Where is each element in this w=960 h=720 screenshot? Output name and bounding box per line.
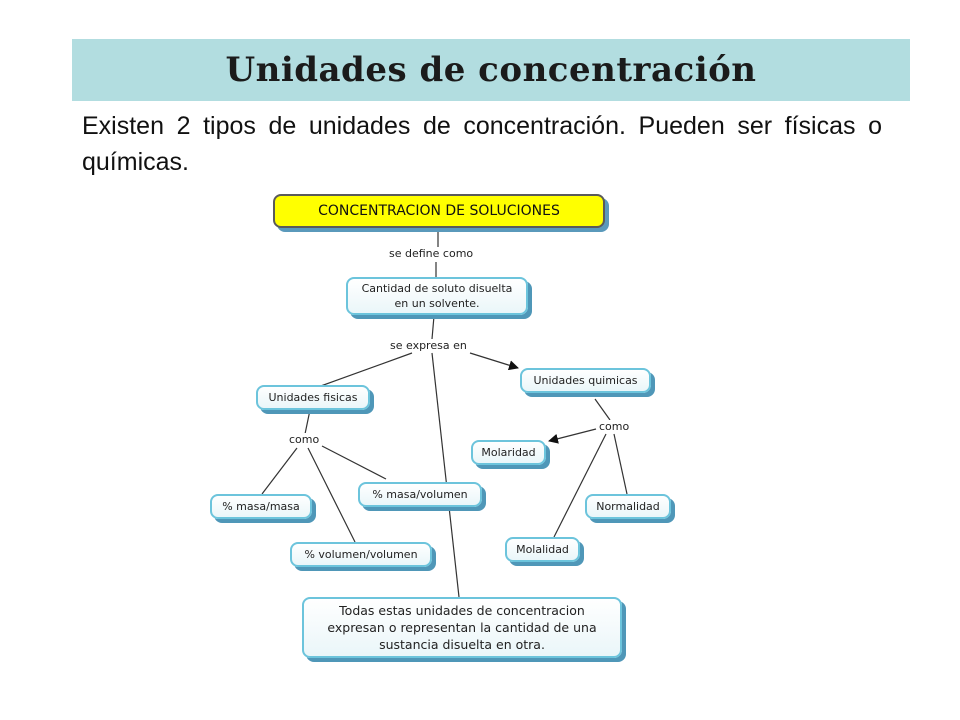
- line-fisicas-como: [304, 409, 311, 435]
- line-como-molaridad: [548, 428, 597, 444]
- node-summary: Todas estas unidades de concentracion ex…: [302, 597, 622, 658]
- line-quimicas-como: [594, 398, 611, 421]
- node-molaridad: Molaridad: [471, 440, 546, 465]
- line-como-volvol: [307, 447, 356, 543]
- node-definition: Cantidad de soluto disuelta en un solven…: [346, 277, 528, 315]
- line-como-molalidad: [553, 433, 607, 538]
- node-masa-masa: % masa/masa: [210, 494, 312, 519]
- node-masa-volumen: % masa/volumen: [358, 482, 482, 507]
- link-label-define: se define como: [387, 247, 476, 260]
- link-label-como-fisicas: como: [287, 433, 322, 446]
- line-definition-expresa: [431, 315, 435, 340]
- node-molalidad: Molalidad: [505, 537, 580, 562]
- node-quimicas: Unidades quimicas: [520, 368, 651, 393]
- line-expresa-quimicas: [469, 352, 519, 371]
- line-expresa-fisicas: [317, 352, 413, 388]
- intro-paragraph: Existen 2 tipos de unidades de concentra…: [82, 112, 882, 176]
- node-normalidad: Normalidad: [585, 494, 671, 519]
- title-band: Unidades de concentración: [72, 39, 910, 101]
- line-expresa-summary: [431, 352, 460, 598]
- line-como-masamasa: [261, 447, 298, 495]
- node-fisicas: Unidades fisicas: [256, 385, 370, 410]
- line-como-normalidad: [613, 433, 628, 495]
- slide-title: Unidades de concentración: [225, 50, 757, 90]
- link-label-expresa: se expresa en: [388, 339, 469, 352]
- link-label-como-quimicas: como: [597, 420, 632, 433]
- node-volumen-volumen: % volumen/volumen: [290, 542, 432, 567]
- line-como-masavol: [321, 445, 387, 480]
- node-root: CONCENTRACION DE SOLUCIONES: [273, 194, 605, 228]
